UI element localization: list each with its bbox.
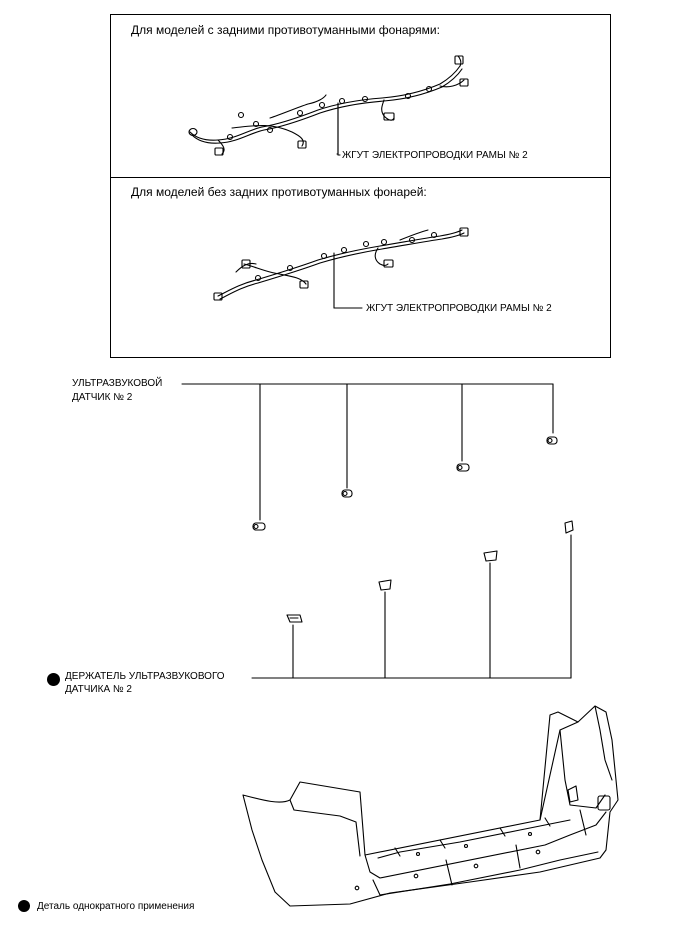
ultrasonic-sensor-icons [252,436,558,531]
panel-without-fog-heading: Для моделей без задних противотуманных ф… [131,185,427,199]
retainer-label-line1: ДЕРЖАТЕЛЬ УЛЬТРАЗВУКОВОГО [65,671,225,682]
panel-with-fog-heading: Для моделей с задними противотуманными ф… [131,23,440,37]
sensor-label-line2: ДАТЧИК № 2 [72,392,133,403]
panel-with-fog-callout: ЖГУТ ЭЛЕКТРОПРОВОДКИ РАМЫ № 2 [342,150,528,161]
legend-text: Деталь однократного применения [37,901,195,912]
rear-bumper-cover [242,705,619,907]
retainer-label-line2: ДАТЧИКА № 2 [65,684,132,695]
panel-without-fog-callout: ЖГУТ ЭЛЕКТРОПРОВОДКИ РАМЫ № 2 [366,303,552,314]
sensor-label-line1: УЛЬТРАЗВУКОВОЙ [72,378,163,389]
panel-without-fog-frame [110,177,611,358]
frame-wire-harness-without-fog [213,227,469,301]
sensor-retainer-icons [286,520,574,623]
single-use-marker [47,673,60,686]
retainer-leader-lines [251,534,572,679]
legend-marker [18,900,30,912]
sensor-leader-lines [181,383,554,521]
frame-wire-harness-with-fog [188,55,469,156]
